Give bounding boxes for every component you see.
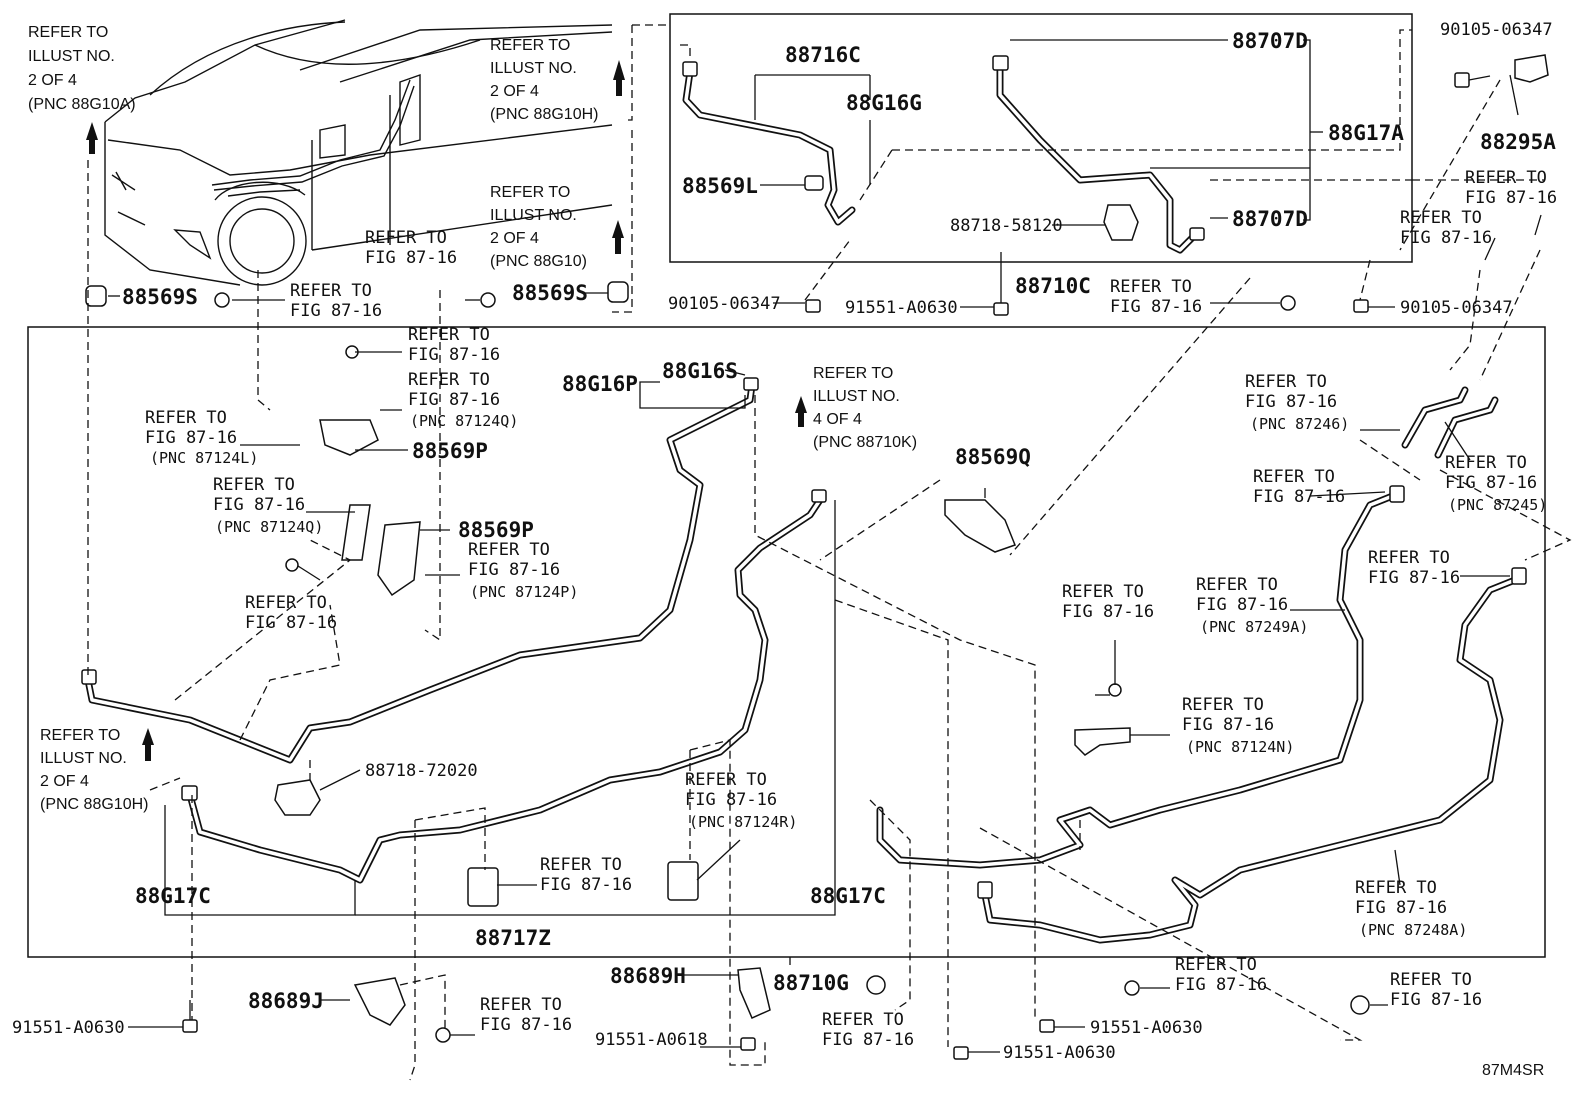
label-91551-A0618: 91551-A0618 (595, 1030, 708, 1050)
label-90105-06347-b: 90105-06347 (1400, 298, 1513, 318)
bracket-88689H (737, 967, 771, 1019)
leader-lines (87, 24, 1572, 1081)
upper-assembly-box (669, 13, 1413, 263)
label-88569Q: 88569Q (955, 445, 1031, 469)
hoses-87245-87246 (1401, 386, 1499, 459)
reference-arrows (86, 60, 807, 761)
label-88707D-top: 88707D (1232, 29, 1308, 53)
label-88689J: 88689J (248, 989, 324, 1013)
label-88718-72020: 88718-72020 (365, 761, 478, 781)
bracket-88295A (1514, 54, 1549, 83)
label-88G17C-left: 88G17C (135, 884, 211, 908)
label-88295A: 88295A (1480, 130, 1556, 154)
label-88G17A: 88G17A (1328, 121, 1404, 145)
bracket-88689J (353, 977, 406, 1026)
refer-note-11: (PNC 87124Q) (410, 412, 518, 430)
pipe-88G16P (81, 377, 759, 764)
connector-88569L (804, 175, 824, 191)
label-88710C: 88710C (1015, 274, 1091, 298)
label-88569S-mid: 88569S (512, 281, 588, 305)
label-88G16G: 88G16G (846, 91, 922, 115)
hose-87248A (977, 567, 1527, 944)
label-88569S-left: 88569S (122, 285, 198, 309)
label-88569P-a: 88569P (412, 439, 488, 463)
part-labels: 88716C 88G16G 88707D 88G17A 88707D 88569… (12, 20, 1556, 1079)
label-91551-A0630-br: 91551-A0630 (1090, 1018, 1203, 1038)
label-88717Z: 88717Z (475, 926, 551, 950)
junction-88718-58120 (1103, 204, 1139, 241)
pipe-88716C (682, 61, 856, 226)
clips-88717Z (467, 861, 699, 907)
label-90105-06347-a: 90105-06347 (668, 294, 781, 314)
main-assembly-box (27, 326, 1546, 958)
label-88G16S: 88G16S (662, 359, 738, 383)
label-91551-A0630-bm: 91551-A0630 (1003, 1043, 1116, 1063)
label-88569L: 88569L (682, 174, 758, 198)
vehicle-sketch (104, 19, 613, 286)
label-88689H: 88689H (610, 964, 686, 988)
pipe-88G17A (992, 55, 1205, 254)
label-88569P-b: 88569P (458, 518, 534, 542)
label-91551-A0630-bl: 91551-A0630 (12, 1018, 125, 1038)
sensor-87124N (1074, 727, 1131, 756)
corner-code: 87M4SR (1482, 1062, 1544, 1079)
label-88710G: 88710G (773, 971, 849, 995)
brackets-88569P (319, 419, 421, 597)
label-91551-A0630-top: 91551-A0630 (845, 298, 958, 318)
label-88707D-bottom: 88707D (1232, 207, 1308, 231)
label-90105-06347-c: 90105-06347 (1440, 20, 1553, 40)
pipe-88G17C (181, 489, 827, 884)
label-88718-58120: 88718-58120 (950, 216, 1063, 236)
fasteners (85, 72, 1491, 1060)
label-88G17C-right: 88G17C (810, 884, 886, 908)
label-88G16P: 88G16P (562, 372, 638, 396)
label-88716C: 88716C (785, 43, 861, 67)
sensor-88569Q (944, 499, 1016, 553)
hose-87249A (876, 485, 1405, 869)
junction-88718-72020 (274, 779, 321, 816)
